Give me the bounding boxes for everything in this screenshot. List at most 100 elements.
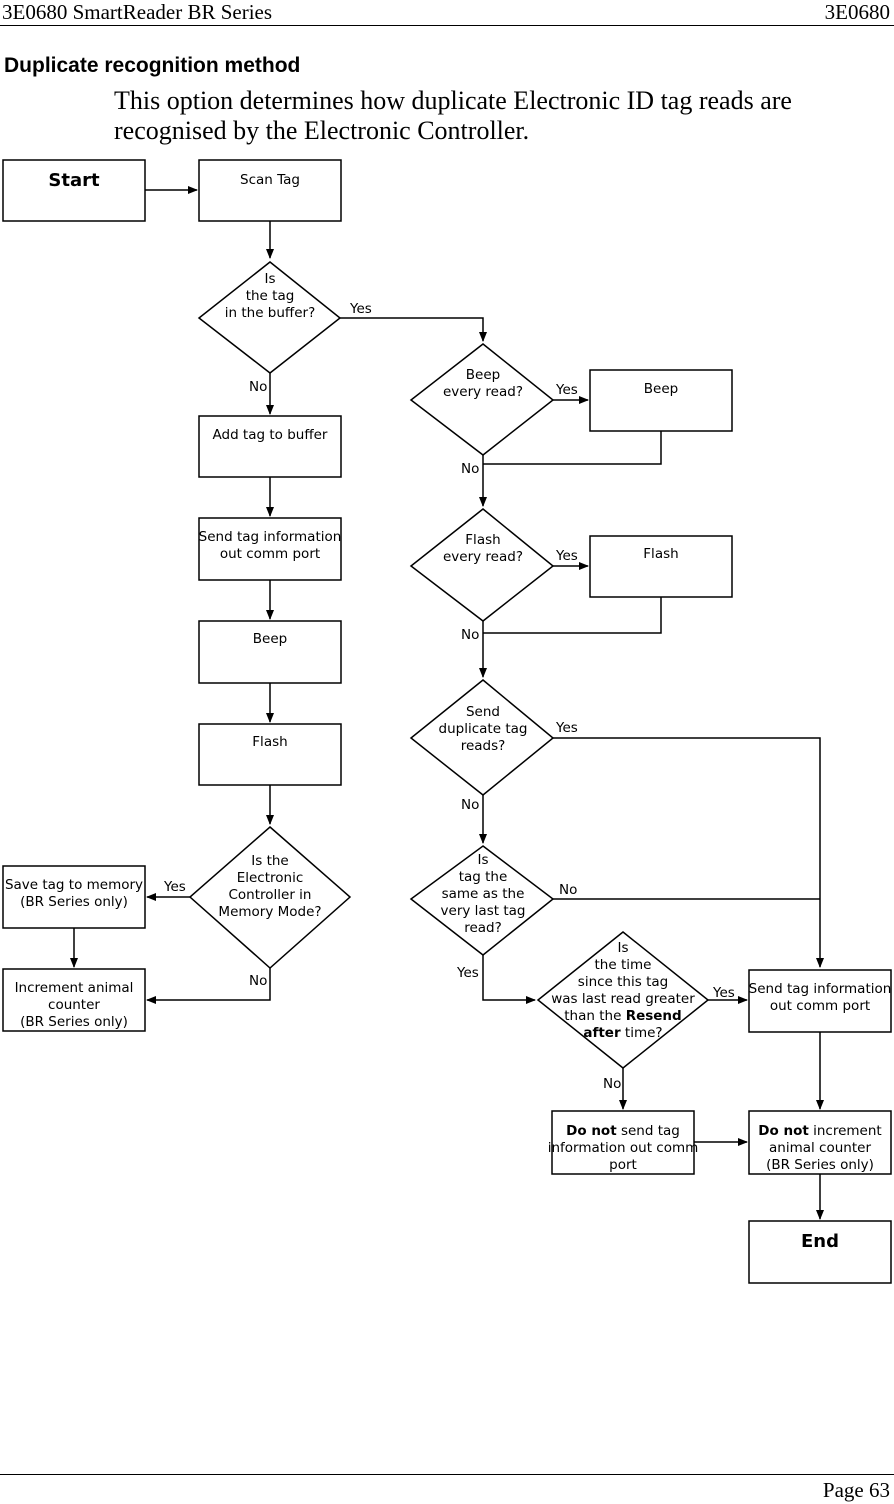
- yes-label: Yes: [163, 879, 186, 895]
- same-as-last-label: same as the: [442, 886, 525, 902]
- beep-left-box: [198, 620, 342, 684]
- send-info-left-box: [198, 517, 342, 581]
- flowchart-shapes: [2, 159, 892, 1284]
- increment-counter-label: counter: [48, 997, 100, 1013]
- resend-time-label: since this tag: [578, 974, 668, 990]
- resend-after-text: after: [583, 1025, 621, 1041]
- flash-every-label: every read?: [443, 549, 523, 565]
- header-doc-title: 3E0680 SmartReader BR Series: [2, 0, 273, 24]
- end-label: End: [801, 1231, 839, 1252]
- resend-time-label: Is: [617, 940, 628, 956]
- flash-left-box: [198, 723, 342, 786]
- flowchart-connectors: [70, 186, 824, 1220]
- do-not-send-label: information out comm: [548, 1140, 699, 1156]
- send-info-left-label: out comm port: [220, 546, 320, 562]
- arrow-buffer-yes: [340, 317, 487, 342]
- flash-left-label: Flash: [252, 734, 287, 750]
- start-label: Start: [48, 170, 100, 191]
- do-not-send-bold: Do not: [566, 1123, 617, 1139]
- no-label: No: [461, 627, 479, 643]
- flash-right-label: Flash: [643, 546, 678, 562]
- arrow-memory-no: [146, 968, 271, 1004]
- buffer-decision: [197, 261, 342, 374]
- same-as-last-label: tag the: [459, 869, 508, 885]
- do-not-increment-box: [748, 1110, 892, 1175]
- send-duplicates-decision: [409, 679, 555, 796]
- flash-every-label: Flash: [465, 532, 500, 548]
- save-memory-label: (BR Series only): [20, 894, 128, 910]
- do-not-increment-label: animal counter: [769, 1140, 871, 1156]
- footer-rule: [0, 1474, 894, 1475]
- intro-line: recognised by the Electronic Controller.: [114, 116, 530, 145]
- buffer-decision-label: the tag: [246, 288, 295, 304]
- flash-right-box: [589, 535, 733, 598]
- no-label: No: [559, 882, 577, 898]
- beep-every-decision: [409, 343, 555, 456]
- yes-label: Yes: [555, 548, 578, 564]
- do-not-increment-label: Do not increment: [758, 1123, 881, 1139]
- send-duplicates-label: reads?: [461, 738, 506, 754]
- send-info-right-label: Send tag information: [749, 981, 892, 997]
- buffer-decision-label: Is: [264, 271, 275, 287]
- line-flash-return: [483, 597, 662, 634]
- increment-counter-label: Increment animal: [15, 980, 134, 996]
- arrow-send-duplicates-yes: [553, 737, 824, 968]
- resend-time-label: after time?: [583, 1025, 662, 1041]
- intro-paragraph: This option determines how duplicate Ele…: [114, 86, 874, 146]
- same-as-last-label: read?: [464, 920, 502, 936]
- resend-time-label: than the Resend: [564, 1008, 681, 1024]
- branch-labels: Yes No Yes No Yes No Yes No Yes No No Ye…: [163, 301, 735, 1092]
- add-to-buffer-box: [198, 415, 342, 478]
- flash-every-decision: [409, 508, 555, 622]
- no-label: No: [461, 797, 479, 813]
- do-not-send-rest: send tag: [617, 1123, 680, 1139]
- resend-than-text: than the: [564, 1008, 625, 1024]
- save-memory-box: [2, 865, 146, 929]
- memory-mode-label: Is the: [251, 853, 288, 869]
- scan-tag-box: [198, 159, 342, 222]
- send-info-right-box: [748, 969, 892, 1033]
- save-memory-label: Save tag to memory: [5, 877, 143, 893]
- no-label: No: [603, 1076, 621, 1092]
- do-not-increment-label: (BR Series only): [766, 1157, 874, 1173]
- increment-counter-label: (BR Series only): [20, 1014, 128, 1030]
- resend-bold-text: Resend: [626, 1008, 682, 1024]
- start-box: [2, 159, 146, 222]
- intro-line: This option determines how duplicate Ele…: [114, 86, 792, 115]
- beep-left-label: Beep: [253, 631, 287, 647]
- page-header: 3E0680 SmartReader BR Series 3E0680: [0, 0, 894, 26]
- section-title: Duplicate recognition method: [4, 54, 301, 77]
- arrow-same-as-last-yes: [482, 955, 536, 1004]
- add-to-buffer-label: Add tag to buffer: [213, 427, 328, 443]
- do-not-increment-rest: increment: [809, 1123, 882, 1139]
- no-label: No: [461, 461, 479, 477]
- beep-right-label: Beep: [644, 381, 678, 397]
- no-label: No: [249, 973, 267, 989]
- buffer-decision-label: in the buffer?: [225, 305, 316, 321]
- resend-time-text: time?: [621, 1025, 663, 1041]
- yes-label: Yes: [555, 720, 578, 736]
- do-not-send-label: Do not send tag: [566, 1123, 680, 1139]
- beep-right-box: [589, 369, 733, 432]
- do-not-send-box: [551, 1110, 695, 1175]
- do-not-send-label: port: [609, 1157, 637, 1173]
- no-label: No: [249, 379, 267, 395]
- memory-mode-label: Controller in: [228, 887, 311, 903]
- resend-time-label: the time: [595, 957, 652, 973]
- page-number: Page 63: [822, 1478, 890, 1502]
- flowchart-labels: Start Scan Tag Is the tag in the buffer?…: [5, 170, 891, 1252]
- beep-every-label: every read?: [443, 384, 523, 400]
- send-duplicates-label: duplicate tag: [439, 721, 528, 737]
- send-info-left-label: Send tag information: [199, 529, 342, 545]
- resend-time-decision: [536, 931, 710, 1069]
- yes-label: Yes: [456, 965, 479, 981]
- same-as-last-label: Is: [477, 852, 488, 868]
- yes-label: Yes: [349, 301, 372, 317]
- same-as-last-decision: [409, 845, 555, 956]
- line-beep-return: [483, 431, 662, 465]
- end-box: [748, 1220, 892, 1284]
- header-doc-code: 3E0680: [824, 0, 890, 24]
- resend-time-label: was last read greater: [551, 991, 695, 1007]
- same-as-last-label: very last tag: [441, 903, 526, 919]
